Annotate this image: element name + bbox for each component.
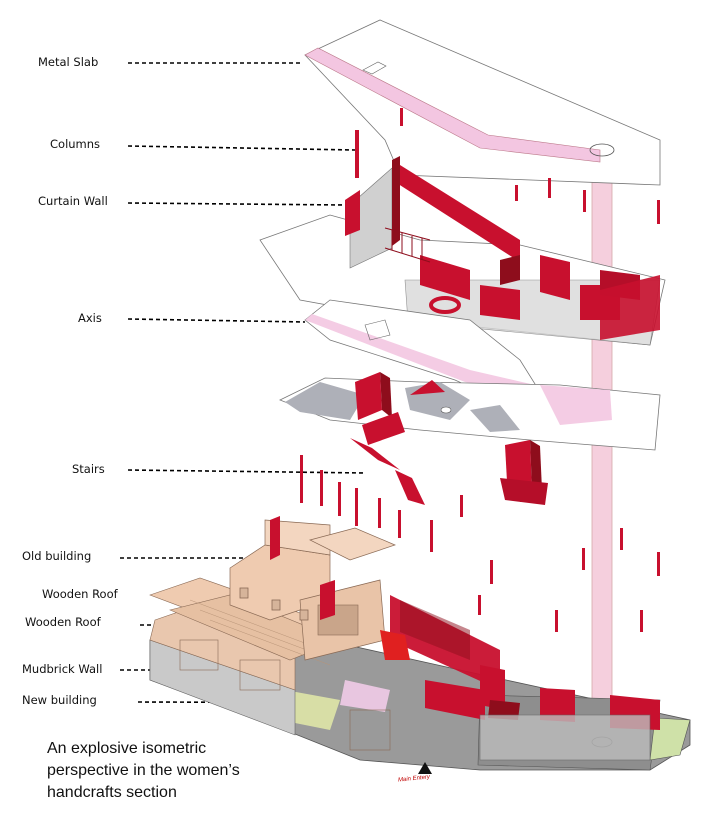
- label-mudbrick-wall: Mudbrick Wall: [22, 662, 103, 676]
- label-stairs: Stairs: [72, 462, 105, 476]
- caption-line-2: perspective in the women’s: [47, 762, 240, 779]
- label-curtain-wall: Curtain Wall: [38, 194, 108, 208]
- new-building: [320, 580, 660, 761]
- label-axis: Axis: [78, 311, 102, 325]
- metal-slab: [304, 19, 661, 186]
- stairs: [350, 372, 548, 505]
- curtain-wall-level: [259, 156, 666, 346]
- label-metal-slab: Metal Slab: [38, 55, 99, 69]
- label-new-building: New building: [22, 693, 97, 707]
- label-wooden-roof-2: Wooden Roof: [25, 615, 101, 629]
- label-wooden-roof-1: Wooden Roof: [42, 587, 118, 601]
- caption-line-3: handcrafts section: [47, 784, 177, 801]
- caption-line-1: An explosive isometric: [47, 740, 207, 757]
- main-entry-marker: [418, 762, 432, 774]
- label-columns: Columns: [50, 137, 101, 151]
- label-old-building: Old building: [22, 549, 92, 563]
- caption: An explosive isometric perspective in th…: [47, 738, 307, 804]
